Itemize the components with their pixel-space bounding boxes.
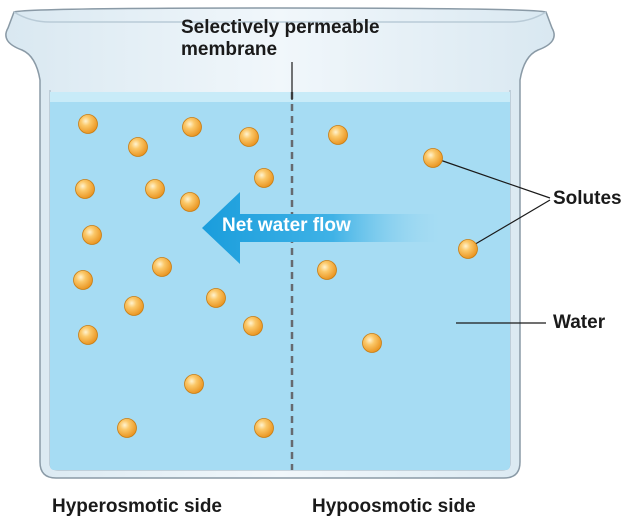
solute [423,148,443,168]
solute [180,192,200,212]
solutes-hyperosmotic [73,114,274,438]
solute [182,117,202,137]
water-surface [50,92,510,102]
solute [152,257,172,277]
solute [206,288,226,308]
solute [362,333,382,353]
solute [184,374,204,394]
solutes-leader-line-upper [439,159,551,199]
solutes-hypoosmotic [317,125,478,353]
solute [73,270,93,290]
solute [328,125,348,145]
solute [124,296,144,316]
solute [75,179,95,199]
solute [254,168,274,188]
solute [243,316,263,336]
solute [239,127,259,147]
hyperosmotic-side-label: Hyperosmotic side [52,496,222,517]
membrane-label: Selectively permeable membrane [181,17,380,61]
solute [117,418,137,438]
solute [145,179,165,199]
net-water-flow-label: Net water flow [222,215,351,236]
solute [78,325,98,345]
beaker-rim [13,11,547,23]
solute [128,137,148,157]
membrane-label-line1: Selectively permeable [181,17,380,38]
hypoosmotic-side-label: Hypoosmotic side [312,496,476,517]
net-water-flow-arrow [202,192,440,264]
solutes-label: Solutes [553,188,622,209]
solute [254,418,274,438]
solute [458,239,478,259]
solutes-leader-line-lower [471,199,551,247]
solute [317,260,337,280]
solute [82,225,102,245]
membrane-label-line2: membrane [181,39,278,60]
solute [78,114,98,134]
water-label: Water [553,312,606,333]
water [50,92,510,470]
